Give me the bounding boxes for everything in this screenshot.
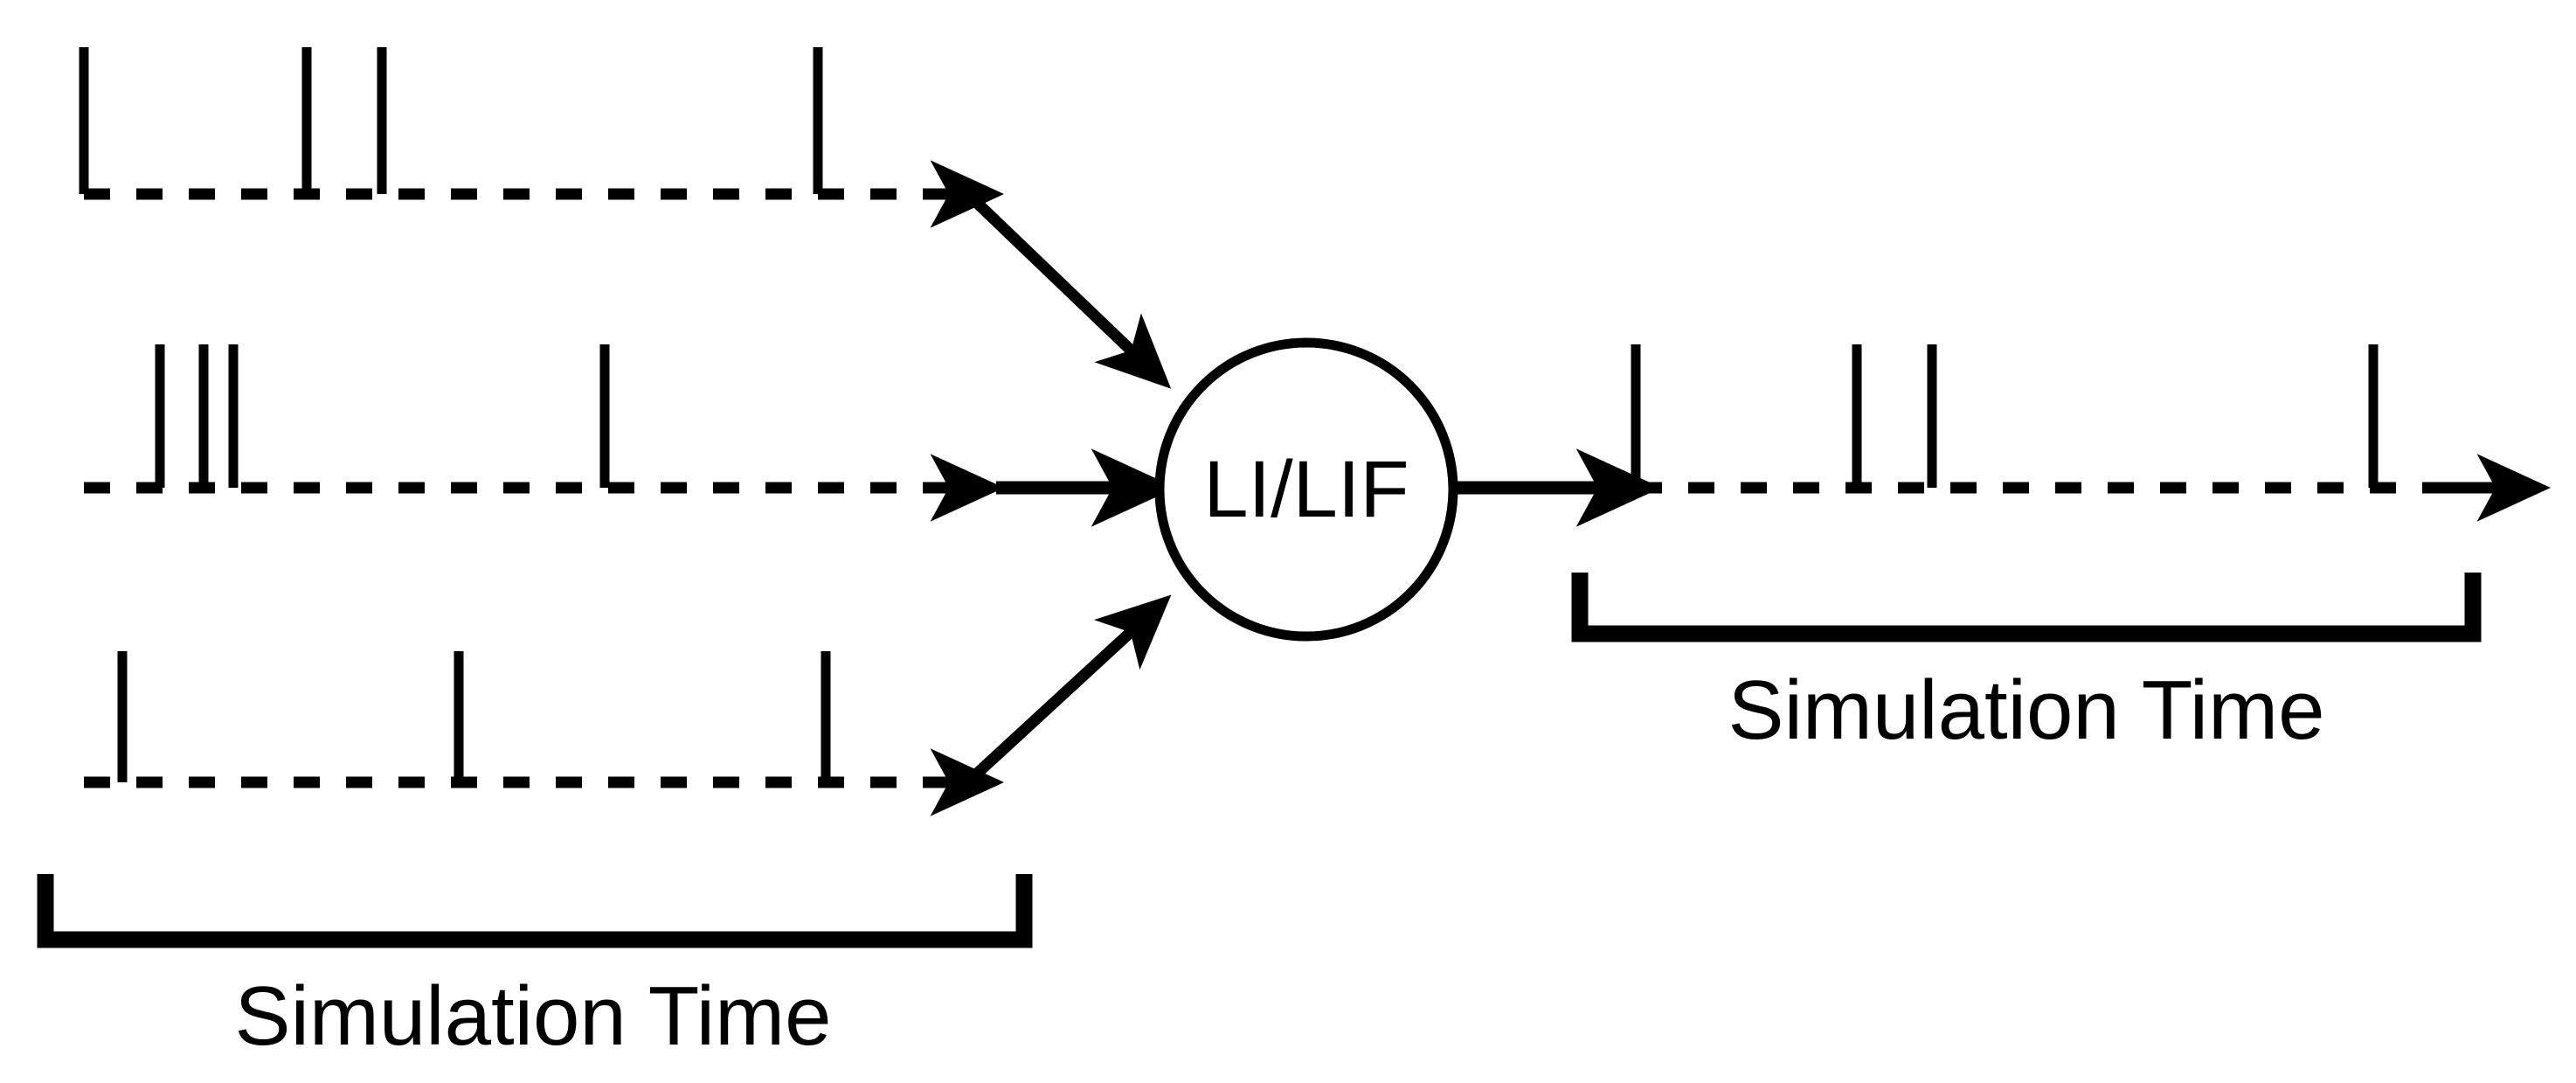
arrow-input-3-to-neuron bbox=[973, 594, 1172, 778]
output-bracket bbox=[1571, 573, 2482, 642]
input-spike-train-2 bbox=[84, 344, 926, 494]
output-timeline-bracket-group: Simulation Time bbox=[1571, 573, 2482, 757]
neuron-circle[interactable] bbox=[1154, 337, 1458, 642]
output-timeline-label: Simulation Time bbox=[1728, 663, 2325, 757]
input-timeline-bracket-group: Simulation Time bbox=[37, 874, 1033, 1063]
input-bracket bbox=[37, 874, 1033, 948]
input-timeline-label: Simulation Time bbox=[235, 969, 832, 1063]
output-spike-train bbox=[1631, 344, 2552, 522]
arrow-input-1-to-neuron bbox=[973, 198, 1172, 389]
lif-neuron-node[interactable]: LI/LIF bbox=[1154, 337, 1458, 642]
input-spike-train-3 bbox=[84, 651, 926, 788]
neuron-label: LI/LIF bbox=[1203, 445, 1409, 534]
input-spike-train-1 bbox=[79, 47, 926, 200]
